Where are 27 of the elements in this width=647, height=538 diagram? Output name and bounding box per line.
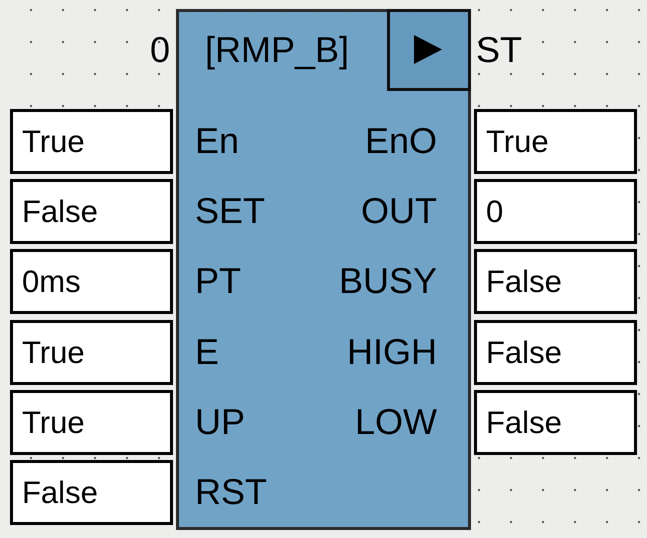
output-value-field: False [474,249,637,314]
input-pin-label: RST [195,472,267,512]
output-pin-label: EnO [364,121,437,161]
output-value-field: 0 [474,179,637,244]
input-pin-label: PT [195,261,242,301]
function-block [176,9,471,530]
output-value-field: False [474,390,637,455]
input-value-field: False [10,179,173,244]
input-pin-label: E [195,332,220,372]
output-pin-label: HIGH [347,332,437,372]
input-value-field: 0ms [10,249,173,314]
block-number: 0 [150,30,170,70]
output-value-field: True [474,109,637,174]
run-button [387,9,471,91]
output-pin-label: OUT [361,191,437,231]
input-pin-label: SET [195,191,266,231]
output-value-field: False [474,320,637,385]
input-pin-label: En [195,121,240,161]
output-pin-label: LOW [354,402,437,442]
input-value-field: True [10,390,173,455]
input-value-field: True [10,320,173,385]
input-value-field: True [10,109,173,174]
block-title: [RMP_B] [205,30,350,70]
input-value-field: False [10,460,173,525]
block-tag: ST [476,30,522,70]
input-pin-label: UP [195,402,246,442]
output-pin-label: BUSY [338,261,437,301]
